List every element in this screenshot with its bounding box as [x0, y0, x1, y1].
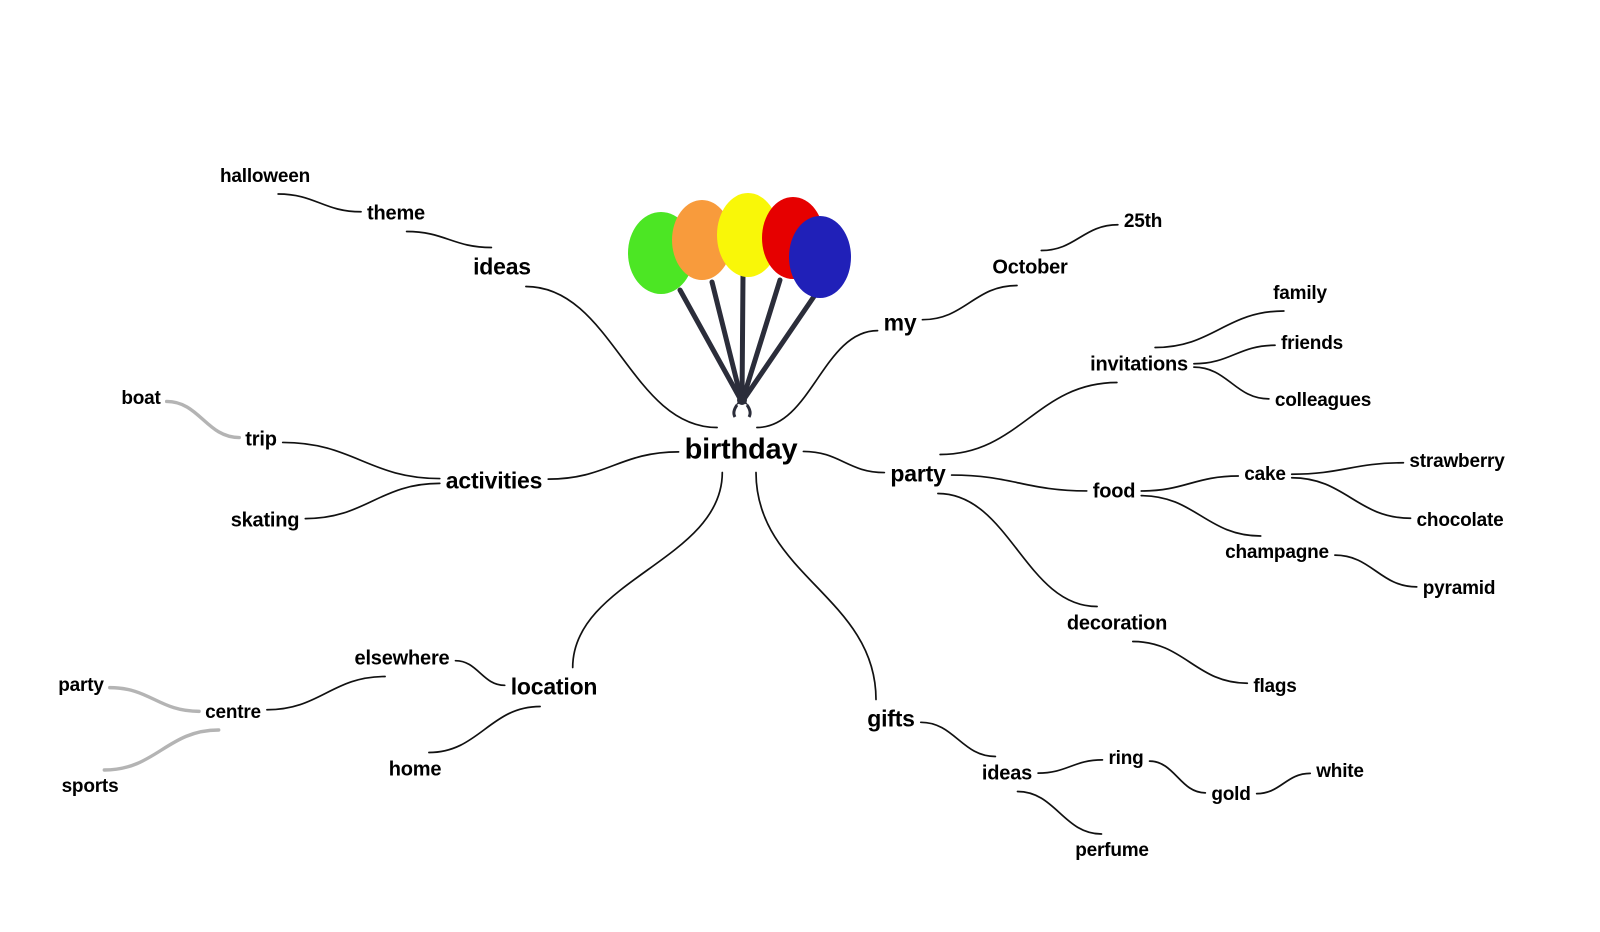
node-party[interactable]: party — [890, 460, 946, 487]
node-sports[interactable]: sports — [61, 776, 119, 797]
edge-invitations-to-colleagues — [1193, 366, 1270, 400]
edge-october-to-25th — [1040, 223, 1119, 252]
edge-cake-to-chocolate — [1290, 476, 1412, 520]
node-boat[interactable]: boat — [121, 388, 161, 409]
node-white[interactable]: white — [1316, 761, 1364, 782]
edge-party-to-food — [950, 474, 1088, 492]
node-trip[interactable]: trip — [245, 428, 277, 451]
edge-gold-to-white — [1255, 772, 1312, 795]
node-my[interactable]: my — [883, 309, 917, 336]
node-october[interactable]: October — [992, 256, 1068, 279]
edge-gifts-to-ideas_gifts — [919, 721, 997, 758]
edge-ideas_top-to-theme — [405, 230, 493, 249]
node-birthday[interactable]: birthday — [684, 433, 798, 466]
node-gold[interactable]: gold — [1211, 784, 1251, 805]
balloon-yellow — [717, 193, 779, 277]
node-family[interactable]: family — [1273, 283, 1327, 304]
edge-invitations-to-friends — [1193, 344, 1276, 365]
edge-cake-to-strawberry — [1290, 461, 1405, 476]
balloon-bunch-image — [628, 193, 851, 418]
node-ideas_gifts[interactable]: ideas — [981, 762, 1033, 785]
edge-centre-to-party_left — [108, 685, 201, 714]
node-centre[interactable]: centre — [205, 702, 261, 723]
balloon-strings — [677, 272, 818, 405]
edge-centre-to-sports — [102, 728, 221, 772]
edge-trip-to-boat — [164, 399, 241, 440]
edge-my-to-october — [921, 284, 1018, 321]
balloon-blue — [789, 216, 851, 298]
node-champagne[interactable]: champagne — [1225, 542, 1329, 563]
node-theme[interactable]: theme — [367, 202, 425, 225]
node-pyramid[interactable]: pyramid — [1422, 578, 1496, 599]
edge-theme-to-halloween — [277, 193, 362, 213]
edge-activities-to-trip — [281, 441, 441, 480]
node-location[interactable]: location — [510, 673, 598, 700]
node-skating[interactable]: skating — [230, 509, 300, 532]
edge-birthday-to-activities — [547, 451, 680, 480]
edge-party-to-invitations — [939, 381, 1118, 456]
node-invitations[interactable]: invitations — [1090, 353, 1188, 376]
node-cake[interactable]: cake — [1244, 464, 1286, 485]
node-flags[interactable]: flags — [1253, 676, 1297, 697]
edge-decoration-to-flags — [1131, 640, 1249, 685]
node-chocolate[interactable]: chocolate — [1416, 510, 1504, 531]
node-decoration[interactable]: decoration — [1066, 612, 1168, 635]
node-gifts[interactable]: gifts — [867, 705, 915, 732]
balloon-knot — [732, 395, 752, 418]
node-ring[interactable]: ring — [1108, 748, 1144, 769]
edge-champagne-to-pyramid — [1334, 554, 1418, 588]
node-perfume[interactable]: perfume — [1075, 840, 1149, 861]
edge-invitations-to-family — [1154, 310, 1285, 349]
node-ideas_top[interactable]: ideas — [473, 253, 531, 280]
edge-birthday-to-location — [571, 471, 724, 669]
edge-activities-to-skating — [304, 482, 441, 520]
edge-location-to-home — [428, 705, 541, 754]
edge-birthday-to-gifts — [755, 471, 877, 701]
edge-elsewhere-to-centre — [266, 675, 386, 711]
edge-birthday-to-party — [802, 450, 886, 474]
node-colleagues[interactable]: colleagues — [1274, 390, 1372, 411]
node-friends[interactable]: friends — [1281, 333, 1343, 354]
edge-ideas_gifts-to-ring — [1037, 759, 1104, 774]
balloon-orange — [672, 200, 732, 280]
node-food[interactable]: food — [1092, 480, 1136, 503]
edge-food-to-champagne — [1140, 494, 1262, 537]
edge-food-to-cake — [1140, 475, 1240, 492]
node-party_left[interactable]: party — [58, 675, 104, 696]
node-elsewhere[interactable]: elsewhere — [354, 647, 450, 670]
node-halloween[interactable]: halloween — [219, 166, 311, 187]
node-strawberry[interactable]: strawberry — [1409, 451, 1505, 472]
edge-ideas_gifts-to-perfume — [1016, 790, 1103, 835]
node-25th[interactable]: 25th — [1123, 211, 1163, 232]
edge-ring-to-gold — [1148, 760, 1207, 794]
edge-location-to-elsewhere — [454, 659, 506, 687]
node-activities[interactable]: activities — [445, 467, 543, 494]
edge-party-to-decoration — [937, 492, 1098, 608]
node-home[interactable]: home — [388, 758, 442, 781]
